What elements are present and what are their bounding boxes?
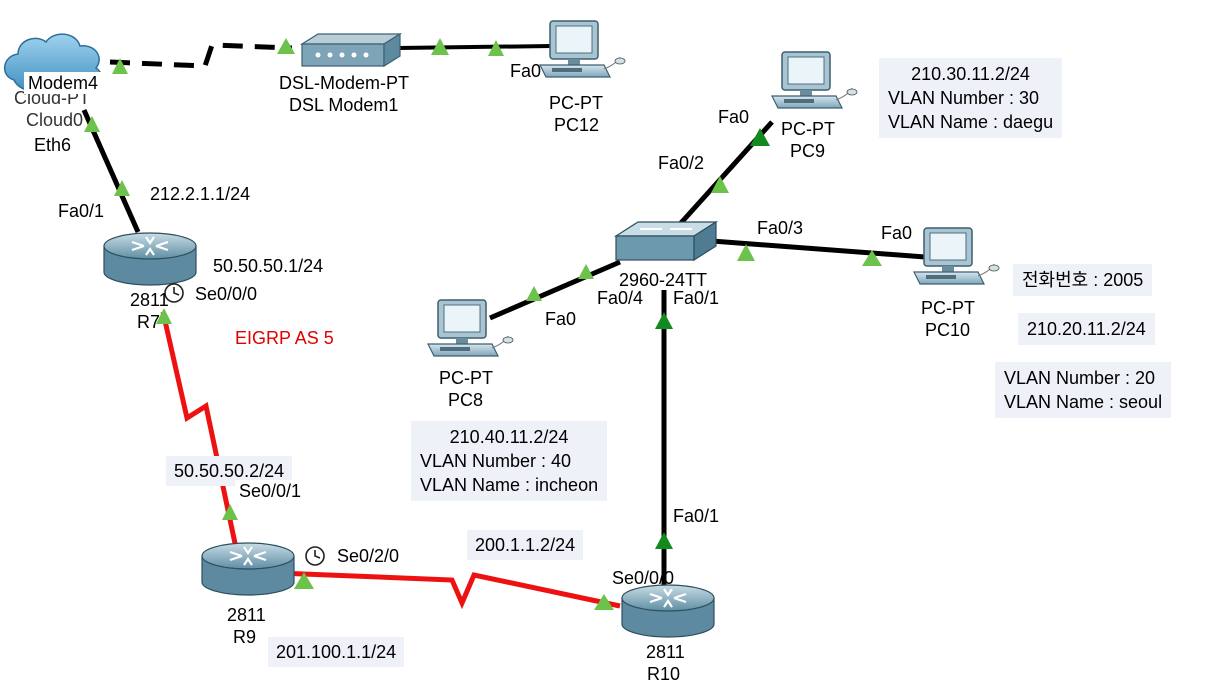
pc9-icon[interactable] <box>771 51 858 109</box>
r10-name-label: R10 <box>647 664 681 684</box>
pc10-vlan-name: VLAN Name : seoul <box>1004 392 1163 412</box>
port-up-icon <box>737 244 755 261</box>
router-r7-icon[interactable] <box>102 231 198 287</box>
router-r9-icon[interactable] <box>200 541 296 597</box>
r9-type-label: 2811 <box>227 605 266 625</box>
r10-fa-port-label: Fa0/1 <box>673 506 720 526</box>
pc8-info-box: 210.40.11.2/24 VLAN Number : 40 VLAN Nam… <box>411 421 608 501</box>
r7-name-label: R7 <box>137 312 161 332</box>
routing-protocol-label: EIGRP AS 5 <box>235 328 334 348</box>
port-up-icon <box>655 312 673 329</box>
port-up-icon <box>488 40 504 56</box>
r10-se-port-label: Se0/0/0 <box>612 568 675 588</box>
link-dsl-pc12[interactable] <box>397 44 553 50</box>
pc8-vlan-name: VLAN Name : incheon <box>420 475 599 495</box>
pc9-ip: 210.30.11.2/24 <box>911 64 1030 84</box>
r7-type-label: 2811 <box>130 290 169 310</box>
r9-se2-port-label: Se0/2/0 <box>337 546 400 566</box>
switch-port-pc10-label: Fa0/3 <box>757 218 804 238</box>
pc9-port-label: Fa0 <box>718 107 750 127</box>
pc12-port-label: Fa0 <box>510 61 542 81</box>
switch-port-r10-label: Fa0/1 <box>673 288 720 308</box>
pc10-icon[interactable] <box>913 227 1000 285</box>
pc10-name-label: PC10 <box>925 320 971 340</box>
link-switch-pc8[interactable] <box>489 259 621 321</box>
pc8-ip: 210.40.11.2/24 <box>449 427 569 447</box>
port-up-icon <box>156 308 172 324</box>
port-up-icon <box>431 38 449 55</box>
pc9-vlan-name: VLAN Name : daegu <box>888 112 1054 132</box>
r10-type-label: 2811 <box>646 642 685 662</box>
r7-fa-address: 212.2.1.1/24 <box>150 184 251 204</box>
pc10-port-label: Fa0 <box>881 223 913 243</box>
pc8-vlan-number: VLAN Number : 40 <box>420 451 572 471</box>
dsl-modem-icon[interactable] <box>299 32 403 68</box>
r9-se1-address: 50.50.50.2/24 <box>166 456 293 486</box>
pc9-name-label: PC9 <box>790 141 826 161</box>
port-up-icon <box>578 264 594 279</box>
dsl-name-label: DSL Modem1 <box>289 95 399 115</box>
pc12-type-label: PC-PT <box>549 93 603 113</box>
port-up-icon <box>84 116 100 132</box>
r7-se-address: 50.50.50.1/24 <box>213 256 324 276</box>
switch-type-label: 2960-24TT <box>619 270 708 290</box>
pc12-name-label: PC12 <box>554 115 600 135</box>
router-r10-icon[interactable] <box>620 583 716 639</box>
port-up-icon <box>594 594 614 610</box>
link-cloud-dsl[interactable] <box>109 42 293 69</box>
pc8-port-label: Fa0 <box>545 309 577 329</box>
switch-icon[interactable] <box>613 220 719 262</box>
r9-name-label: R9 <box>233 627 257 647</box>
r9-se2-address: 201.100.1.1/24 <box>268 637 405 667</box>
link-r9-r10-serial[interactable] <box>277 570 621 610</box>
port-up-icon <box>750 128 770 146</box>
pc10-type-label: PC-PT <box>921 298 975 318</box>
pc9-info-box: 210.30.11.2/24 VLAN Number : 30 VLAN Nam… <box>879 58 1063 138</box>
port-up-icon <box>294 572 314 589</box>
r9-se1-port-label: Se0/0/1 <box>235 480 306 502</box>
port-up-icon <box>222 504 238 520</box>
pc12-icon[interactable] <box>539 20 626 78</box>
pc8-type-label: PC-PT <box>439 368 493 388</box>
port-up-icon <box>655 532 673 549</box>
pc9-type-label: PC-PT <box>781 119 835 139</box>
link-r7-r9-serial[interactable] <box>160 311 239 549</box>
pc8-name-label: PC8 <box>448 390 484 410</box>
switch-port-pc8-label: Fa0/4 <box>597 288 644 308</box>
port-up-icon <box>526 286 542 301</box>
link-switch-pc10[interactable] <box>711 238 926 260</box>
dsl-type-label: DSL-Modem-PT <box>279 73 410 93</box>
pc8-icon[interactable] <box>427 299 514 357</box>
r7-fa-port-label: Fa0/1 <box>58 201 105 221</box>
clock-icon-r9-se020 <box>305 546 325 566</box>
port-up-icon <box>277 38 295 54</box>
pc9-vlan-number: VLAN Number : 30 <box>888 88 1040 108</box>
link-status-indicators <box>84 38 882 610</box>
cloud-modem-label: Modem4 <box>24 72 103 94</box>
port-up-icon <box>862 250 882 266</box>
pc10-vlan-number: VLAN Number : 20 <box>1004 368 1156 388</box>
pc10-phone-box: 전화번호 : 2005 <box>1013 264 1153 296</box>
switch-port-pc9-label: Fa0/2 <box>658 153 705 173</box>
port-up-icon <box>711 176 729 193</box>
pc10-ip-box: 210.20.11.2/24 <box>1018 313 1155 345</box>
r10-se-address: 200.1.1.2/24 <box>467 530 584 560</box>
pc10-vlan-box: VLAN Number : 20 VLAN Name : seoul <box>995 362 1172 418</box>
cloud-name-label: Cloud0 <box>26 110 84 130</box>
cloud-port-label: Eth6 <box>34 135 72 155</box>
r7-se-port-label: Se0/0/0 <box>195 284 258 304</box>
port-up-icon <box>114 180 130 196</box>
port-up-icon <box>112 58 128 74</box>
